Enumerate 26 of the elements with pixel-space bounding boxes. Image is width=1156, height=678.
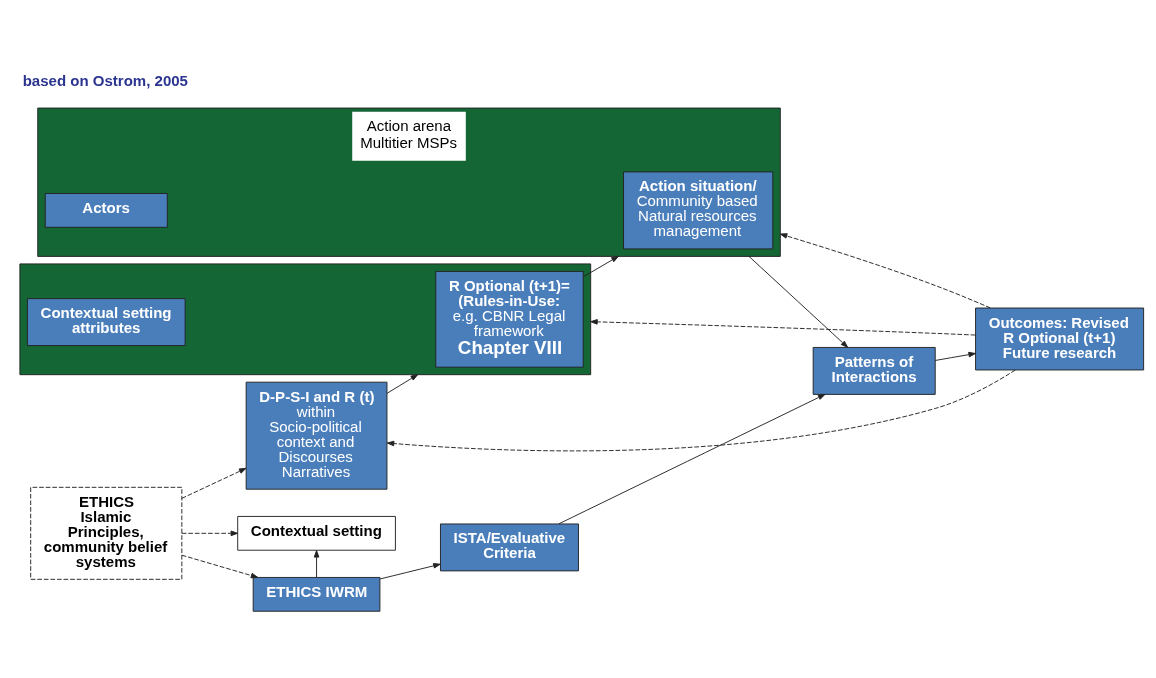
arrow	[779, 233, 991, 309]
arrow	[934, 351, 976, 361]
node-box: Action situation/ Community based Natural resources management	[623, 171, 774, 250]
node-box: ETHICS IWRM	[252, 577, 381, 612]
arrow	[386, 369, 1016, 452]
arrow	[748, 255, 849, 348]
arrow	[181, 530, 239, 537]
arrow	[313, 550, 320, 578]
node-box: Outcomes: Revised R Optional (t+1) Future research	[975, 307, 1145, 371]
node-box: Patterns of Interactions	[812, 346, 936, 395]
cluster	[19, 263, 592, 376]
arrow	[181, 467, 247, 499]
arrow	[590, 319, 976, 336]
arrow	[582, 255, 619, 278]
node-box: R Optional (t+1)= (Rules-in-Use: e.g. CBNR Legal framework Chapter VIII	[435, 270, 584, 368]
label: based on Ostrom, 2005	[22, 72, 188, 90]
node-box: Contextual setting attributes	[26, 298, 186, 347]
node-box: Actors	[44, 193, 168, 228]
arrow	[558, 393, 826, 525]
node-box: D-P-S-I and R (t) within Socio-political context and Discourses Narratives	[245, 381, 388, 490]
arrow	[386, 374, 419, 394]
arrow	[379, 563, 441, 580]
arrow	[181, 554, 259, 579]
node-box: ETHICS Islamic Principles, community belief systems	[30, 486, 183, 580]
node-box: Contextual setting	[237, 515, 396, 551]
node-box: ISTA/Evaluative Criteria	[440, 523, 579, 572]
